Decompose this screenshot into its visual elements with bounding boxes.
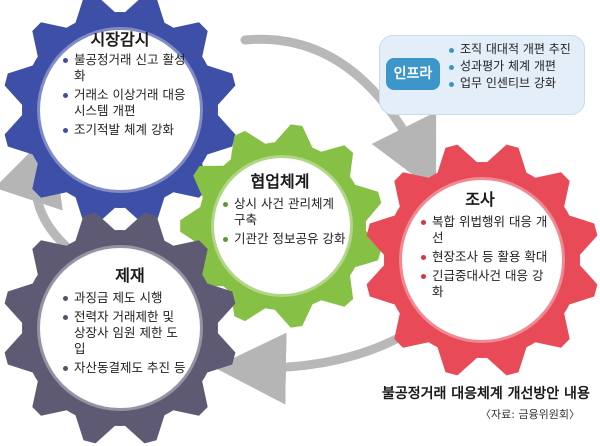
list-item: 거래소 이상거래 대응 시스템 개편 xyxy=(62,87,186,119)
source-note: 〈자료: 금융위원회〉 xyxy=(480,408,581,421)
gear-face xyxy=(214,158,350,294)
list-item: 복합 위법행위 대응 개선 xyxy=(420,214,548,246)
infra-item-list: 조직 대대적 개편 추진 성과평가 체계 개편 업무 인센티브 강화 xyxy=(448,42,588,93)
gear-face xyxy=(40,30,200,190)
list-item: 업무 인센티브 강화 xyxy=(448,76,588,90)
list-item: 조기적발 체계 강화 xyxy=(62,122,186,138)
list-item: 불공정거래 신고 활성화 xyxy=(62,52,186,84)
gear-title-market: 시장감시 xyxy=(90,30,150,49)
gear-investigation xyxy=(366,144,598,376)
gear-market-surveillance xyxy=(4,0,236,226)
gear-face xyxy=(402,180,562,340)
market-item-list: 불공정거래 신고 활성화 거래소 이상거래 대응 시스템 개편 조기적발 체계 … xyxy=(62,52,186,141)
gear-cooperation xyxy=(180,124,382,328)
gear-title-sanction: 제재 xyxy=(115,266,145,285)
investigation-item-list: 복합 위법행위 대응 개선 현장조사 등 활용 확대 긴급중대사건 대응 강화 xyxy=(420,214,548,303)
list-item: 긴급중대사건 대응 강화 xyxy=(420,268,548,300)
list-item: 상시 사건 관리체계 구축 xyxy=(222,196,348,228)
gear-title-investigation: 조사 xyxy=(465,190,495,209)
list-item: 기관간 정보공유 강화 xyxy=(222,231,348,247)
infra-label: 인프라 xyxy=(386,58,440,90)
list-item: 성과평가 체계 개편 xyxy=(448,59,588,73)
gear-sanction xyxy=(4,212,236,444)
arrow-market-to-investigation xyxy=(240,34,437,193)
list-item: 자산동결제도 추진 등 xyxy=(62,360,188,376)
gear-face xyxy=(40,248,200,408)
diagram-caption: 불공정거래 대응체계 개선방안 내용 xyxy=(382,386,590,402)
gear-title-cooperation: 협업체계 xyxy=(250,172,310,191)
list-item: 전력자 거래제한 및 상장사 임원 제한 도입 xyxy=(62,309,188,357)
list-item: 과징금 제도 시행 xyxy=(62,290,188,306)
list-item: 현장조사 등 활용 확대 xyxy=(420,249,548,265)
cooperation-item-list: 상시 사건 관리체계 구축 기관간 정보공유 강화 xyxy=(222,196,348,250)
list-item: 조직 대대적 개편 추진 xyxy=(448,42,588,56)
sanction-item-list: 과징금 제도 시행 전력자 거래제한 및 상장사 임원 제한 도입 자산동결제도… xyxy=(62,290,188,379)
